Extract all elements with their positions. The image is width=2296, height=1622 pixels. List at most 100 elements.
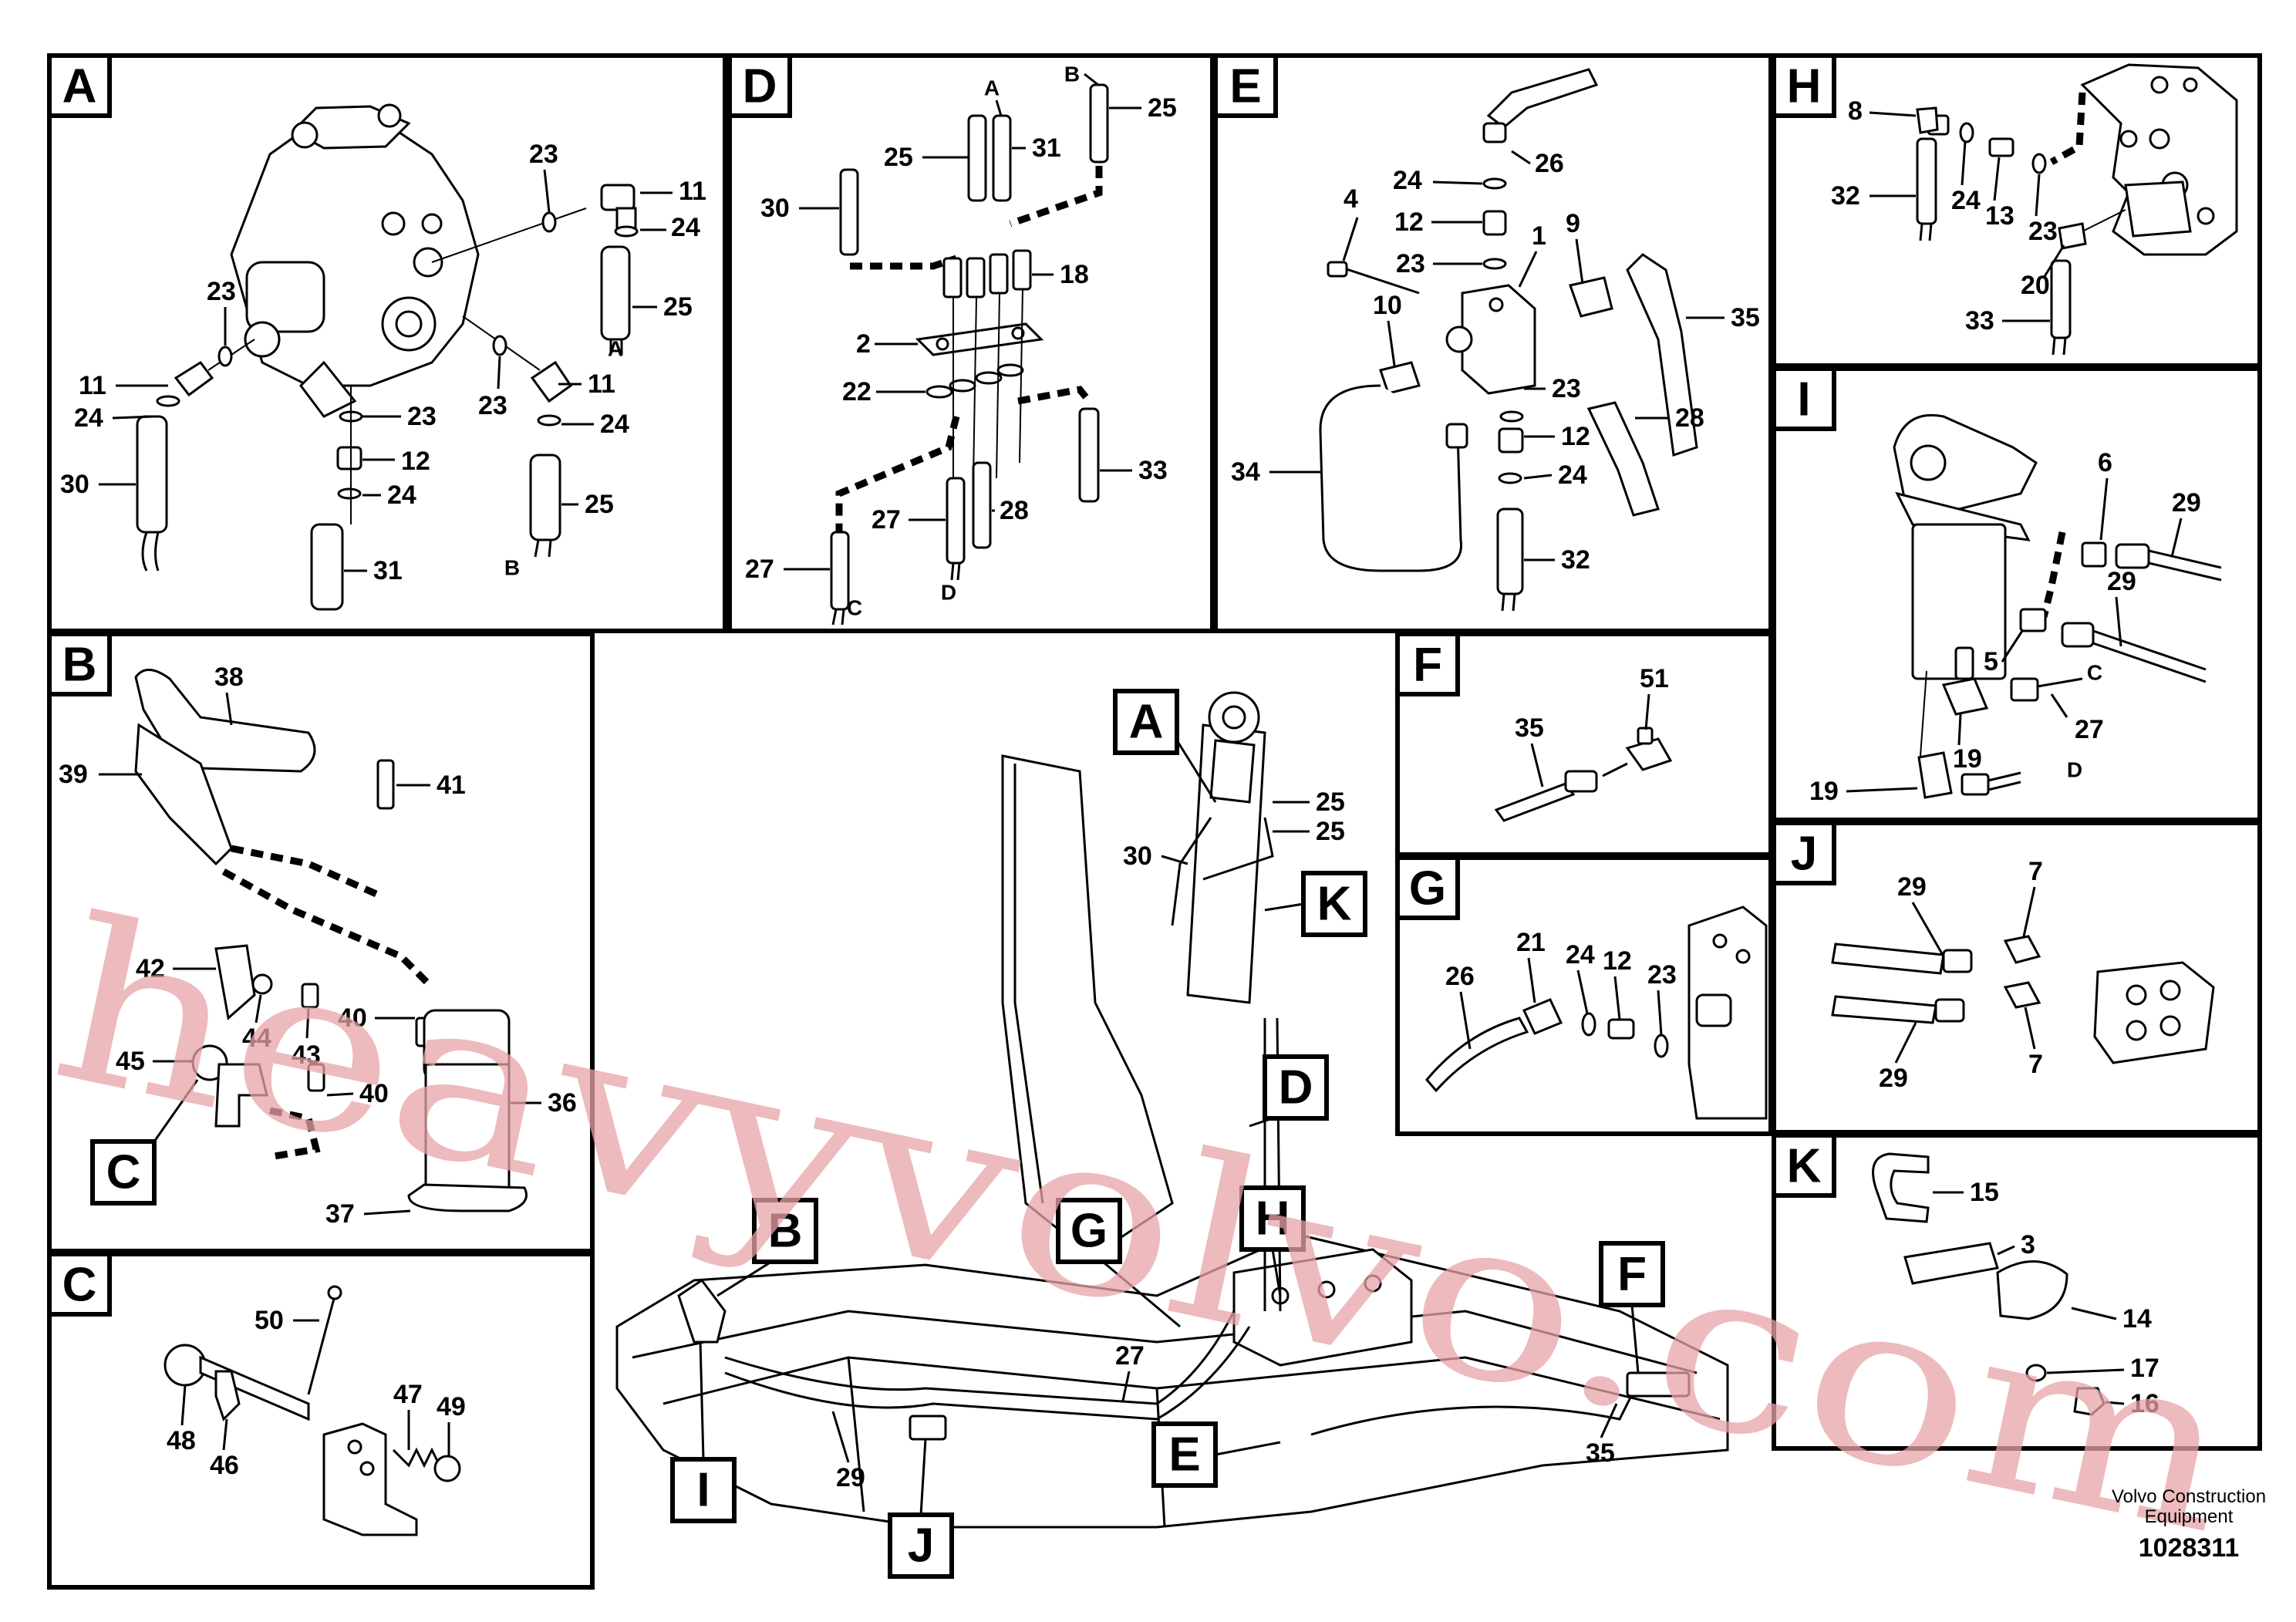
part-label-d-6: 18 [1060,260,1089,289]
panel-a-frame [47,53,727,633]
part-label-d-10: 27 [872,505,901,534]
panel-letter-c: C [62,1259,97,1312]
part-label-d-1: B [1064,62,1080,86]
part-label-k-3: 17 [2130,1354,2159,1383]
callout-c-in-panel-b: C [90,1079,199,1206]
part-label-j-2: 7 [2028,1050,2043,1079]
part-label-d-13: C [847,596,862,620]
callout-letter-e: E [1168,1428,1200,1482]
part-label-a-4: A [608,337,623,361]
part-label-b-5: 43 [292,1040,321,1070]
panel-a-tag: A [47,53,112,118]
part-label-d-8: 22 [842,377,872,406]
part-label-e-10: 28 [1675,403,1704,433]
part-label-a-8: 30 [60,470,89,499]
part-label-c-3: 47 [393,1380,423,1409]
panel-letter-a: A [62,60,97,113]
panel-f-drawing [1494,727,1673,822]
part-label-a-16: 25 [585,490,614,519]
part-label-g-0: 21 [1516,928,1546,957]
document-number: 1028311 [2139,1533,2240,1563]
panel-a-labels: 23 11 24 25 A 23 11 24 30 23 12 24 31 23… [60,140,706,585]
part-label-e-4: 23 [1396,249,1425,278]
part-label-e-3: 12 [1394,207,1424,237]
part-label-a-6: 11 [79,371,106,400]
callout-letter-h: H [1256,1192,1290,1246]
part-label-g-2: 12 [1603,946,1632,976]
callout-letter-g: G [1070,1205,1108,1258]
part-label-a-15: 24 [600,410,629,439]
part-label-a-0: 23 [529,140,558,169]
callout-letter-a: A [1129,696,1164,749]
part-label-b-9: 36 [548,1088,577,1118]
part-label-a-17: B [504,556,520,580]
panel-k-labels: 15 3 14 17 16 [1933,1178,2159,1418]
part-label-i-5: 27 [2075,715,2104,744]
panel-d-frame [727,53,1215,633]
part-label-i-0: 6 [2098,448,2112,477]
part-label-a-2: 24 [671,213,700,242]
part-label-h-0: 8 [1848,96,1863,126]
part-label-a-9: 23 [407,402,437,431]
part-label-b-11: C [106,1146,141,1199]
part-label-k-0: 15 [1970,1178,1999,1207]
panel-letter-d: D [743,60,777,113]
part-label-h-6: 33 [1965,306,1994,336]
part-label-c-0: 50 [255,1306,284,1335]
callout-letter-i: I [696,1464,710,1517]
panel-letter-i: I [1797,373,1810,427]
panel-j-drawing [1831,935,2215,1064]
part-label-e-6: 9 [1566,209,1580,238]
panel-c-frame [47,1252,595,1590]
panel-h-labels: 8 32 24 13 23 20 33 [1831,96,2065,336]
main-callout-tags: A B G H D E F I J K [670,689,1665,1579]
part-label-a-7: 24 [74,403,103,433]
part-label-h-4: 23 [2028,217,2058,246]
part-label-a-11: 24 [387,481,416,510]
part-label-d-3: 31 [1032,133,1061,163]
part-label-g-1: 24 [1566,940,1595,969]
panel-f-labels: 51 35 [1515,664,1669,787]
panel-i-drawing [1893,413,2222,799]
part-label-a-3: 25 [663,292,693,322]
part-label-d-4: 25 [884,143,913,172]
part-label-main-1: 25 [1316,817,1345,846]
part-label-e-5: 1 [1532,221,1546,251]
part-label-e-0: 26 [1535,149,1564,178]
panel-letter-g: G [1409,862,1446,916]
panel-h-drawing [1916,63,2238,356]
part-label-k-2: 14 [2122,1304,2152,1334]
part-label-b-7: 40 [359,1079,389,1108]
part-label-d-12: 27 [745,555,774,584]
panel-g-tag: G [1395,855,1460,920]
part-label-e-1: 24 [1393,166,1422,195]
part-label-c-1: 48 [167,1426,196,1455]
part-label-i-6: 19 [1953,744,1982,774]
panel-h-tag: H [1772,53,1836,118]
panel-c-labels: 50 48 46 47 49 [167,1306,466,1480]
panel-b-drawing [134,669,528,1212]
part-label-c-2: 46 [210,1451,239,1480]
panel-letter-e: E [1229,60,1261,113]
panel-letter-b: B [62,639,97,692]
part-label-e-9: 23 [1552,374,1581,403]
part-label-main-3: 27 [1115,1341,1145,1371]
panel-f-frame [1395,632,1773,857]
panel-b-labels: 38 39 41 42 44 43 40 40 45 36 37 [59,663,577,1229]
part-label-e-7: 10 [1373,291,1402,320]
part-label-d-11: 28 [1000,496,1029,525]
part-label-e-14: 32 [1561,545,1590,575]
part-label-k-4: 16 [2130,1389,2159,1418]
panel-f-tag: F [1395,632,1460,696]
part-label-e-13: 24 [1558,460,1587,490]
callout-b: B [716,1198,818,1297]
panel-g-frame [1395,855,1773,1136]
part-label-e-11: 34 [1231,457,1260,487]
callout-g: G [1056,1198,1181,1328]
panel-b-tag: B [47,632,112,696]
callout-letter-d: D [1279,1061,1313,1114]
panel-i-tag: I [1772,366,1836,431]
callout-k: K [1264,871,1367,937]
brand-line-2: Equipment [2145,1506,2234,1527]
panel-i-labels: 6 29 29 5 C 27 19 D 19 [1809,448,2201,806]
